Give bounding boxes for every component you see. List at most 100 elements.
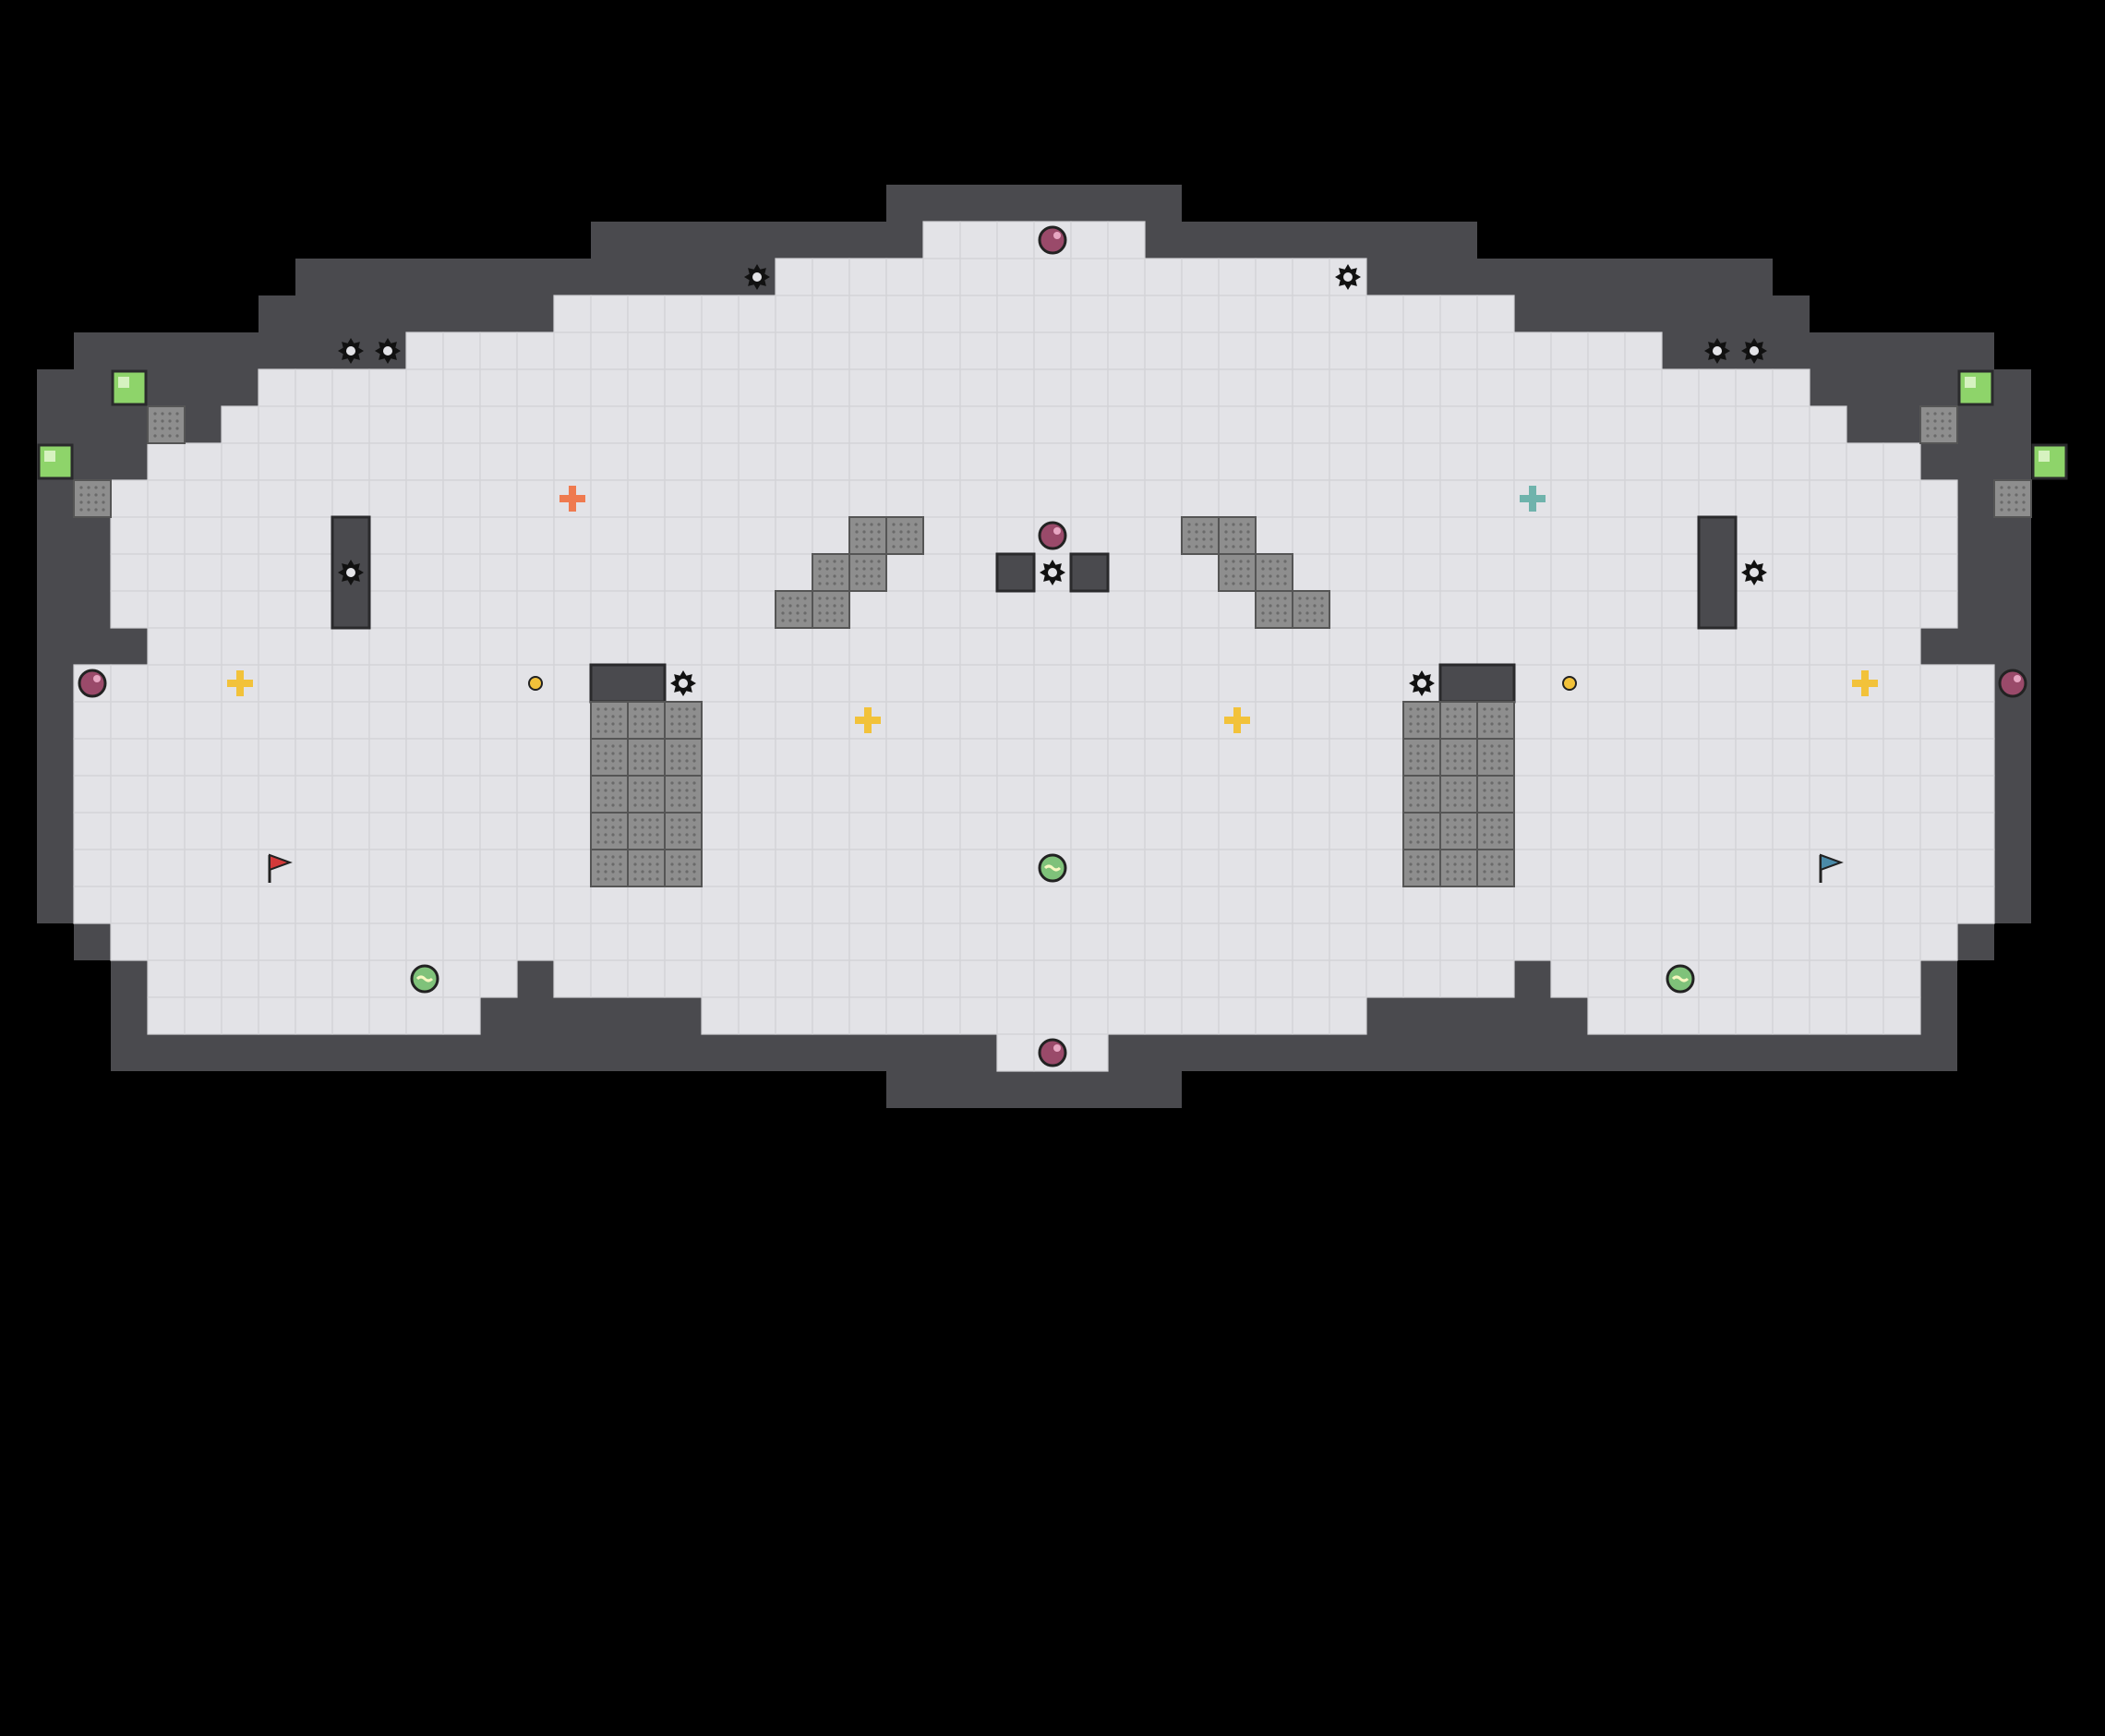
floor-tile — [1882, 922, 1921, 961]
floor-tile — [701, 442, 740, 481]
floor-tile — [627, 553, 666, 592]
floor-tile — [1772, 775, 1810, 814]
floor-tile — [848, 922, 887, 961]
floor-tile — [1329, 775, 1367, 814]
floor-tile — [1107, 258, 1146, 296]
floor-tile — [1550, 701, 1589, 740]
spike-icon — [1040, 560, 1065, 585]
floor-tile — [1033, 812, 1072, 850]
spike-icon — [1741, 560, 1767, 585]
floor-tile — [1402, 553, 1441, 592]
floor-tile — [1218, 996, 1257, 1035]
floor-tile — [664, 922, 703, 961]
floor-tile — [590, 332, 629, 370]
floor-tile — [848, 332, 887, 370]
floor-tile — [1329, 516, 1367, 555]
floor-tile — [442, 959, 481, 998]
floor-tile — [184, 922, 223, 961]
green-gate-icon — [37, 443, 74, 480]
floor-tile — [885, 479, 924, 518]
floor-tile — [885, 701, 924, 740]
floor-tile — [1882, 738, 1921, 777]
floor-tile — [1365, 332, 1404, 370]
floor-tile — [1846, 959, 1884, 998]
floor-tile — [479, 812, 518, 850]
floor-tile — [1513, 332, 1552, 370]
floor-tile — [1476, 368, 1515, 407]
floor-tile — [1181, 442, 1220, 481]
blue-flag-icon — [1819, 853, 1844, 883]
inner-wall — [1438, 663, 1516, 704]
grate-tile — [812, 553, 850, 592]
floor-tile — [1624, 886, 1663, 924]
floor-tile — [590, 295, 629, 333]
floor-tile — [405, 738, 444, 777]
floor-tile — [1218, 812, 1257, 850]
floor-tile — [368, 922, 407, 961]
floor-tile — [959, 996, 998, 1035]
floor-tile — [110, 886, 149, 924]
floor-tile — [1809, 886, 1847, 924]
floor-tile — [996, 221, 1035, 259]
floor-tile — [1439, 627, 1478, 666]
floor-tile — [184, 627, 223, 666]
floor-tile — [1439, 332, 1478, 370]
floor-tile — [1587, 368, 1626, 407]
floor-tile — [368, 590, 407, 629]
floor-tile — [775, 368, 813, 407]
floor-tile — [110, 775, 149, 814]
floor-tile — [1329, 332, 1367, 370]
floor-tile — [775, 812, 813, 850]
floor-tile — [295, 996, 333, 1035]
floor-tile — [1144, 775, 1183, 814]
floor-tile — [221, 738, 259, 777]
floor-tile — [1772, 627, 1810, 666]
floor-tile — [1255, 258, 1293, 296]
red-spawn-cross-icon — [559, 486, 585, 512]
floor-tile — [1698, 738, 1737, 777]
floor-tile — [922, 479, 961, 518]
wall-segment — [886, 185, 1182, 222]
floor-tile — [1661, 849, 1700, 887]
floor-tile — [885, 959, 924, 998]
floor-tile — [147, 701, 186, 740]
floor-tile — [1181, 479, 1220, 518]
floor-tile — [959, 627, 998, 666]
floor-tile — [959, 849, 998, 887]
floor-tile — [1956, 886, 1995, 924]
floor-tile — [1513, 701, 1552, 740]
floor-tile — [1402, 368, 1441, 407]
floor-tile — [1846, 922, 1884, 961]
floor-tile — [1550, 812, 1589, 850]
floor-tile — [627, 959, 666, 998]
grate-tile — [1218, 553, 1257, 592]
floor-tile — [295, 479, 333, 518]
floor-tile — [959, 442, 998, 481]
grate-tile — [73, 479, 112, 518]
floor-tile — [1661, 627, 1700, 666]
floor-tile — [1292, 516, 1330, 555]
floor-tile — [516, 516, 555, 555]
grate-tile — [1255, 553, 1293, 592]
floor-tile — [701, 775, 740, 814]
floor-tile — [1846, 442, 1884, 481]
floor-tile — [1661, 664, 1700, 703]
floor-tile — [1402, 922, 1441, 961]
floor-tile — [885, 738, 924, 777]
floor-tile — [1735, 442, 1774, 481]
floor-tile — [1624, 479, 1663, 518]
floor-tile — [885, 775, 924, 814]
floor-tile — [147, 959, 186, 998]
floor-tile — [1144, 886, 1183, 924]
floor-tile — [885, 664, 924, 703]
floor-tile — [1661, 405, 1700, 444]
floor-tile — [627, 886, 666, 924]
floor-tile — [1107, 368, 1146, 407]
floor-tile — [1513, 664, 1552, 703]
floor-tile — [442, 701, 481, 740]
floor-tile — [738, 959, 776, 998]
floor-tile — [295, 516, 333, 555]
floor-tile — [1181, 664, 1220, 703]
floor-tile — [1439, 922, 1478, 961]
floor-tile — [442, 553, 481, 592]
